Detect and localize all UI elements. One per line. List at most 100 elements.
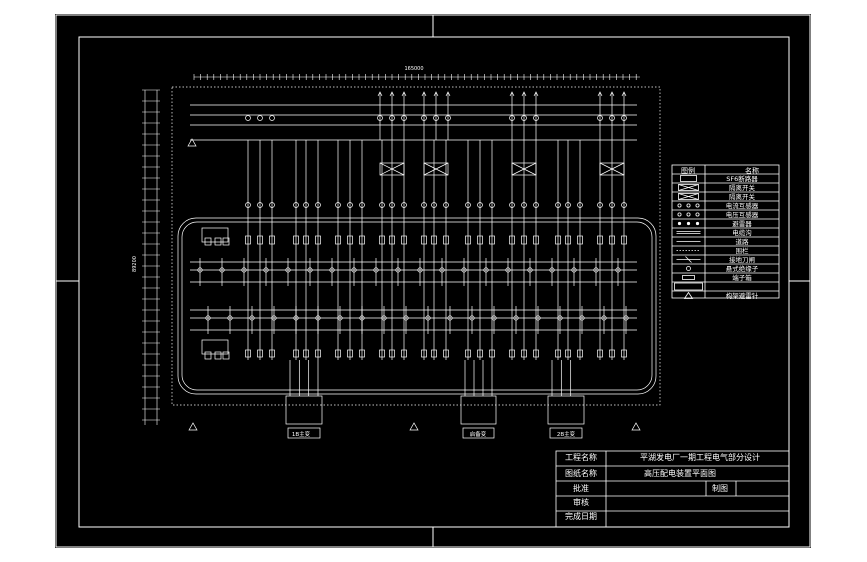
disconnector-symbol bbox=[533, 235, 539, 245]
disconnector-symbol bbox=[521, 235, 527, 245]
arrester-icon bbox=[677, 221, 700, 226]
icon-part bbox=[678, 184, 699, 191]
date-label: 完成日期 bbox=[565, 511, 597, 521]
insulator-symbol bbox=[465, 202, 471, 208]
insulator-symbol bbox=[335, 202, 341, 208]
disconnector-symbol bbox=[347, 235, 353, 245]
project-label: 工程名称 bbox=[565, 452, 597, 462]
disconnector-symbol bbox=[609, 349, 615, 358]
disconnector-symbol bbox=[489, 349, 495, 358]
transformer-label-box bbox=[462, 427, 495, 439]
icon-part bbox=[678, 193, 699, 200]
insulator-symbol bbox=[565, 202, 571, 208]
disconnector-symbol bbox=[303, 349, 309, 358]
icon-part bbox=[677, 203, 682, 208]
disconnector-symbol bbox=[577, 349, 583, 358]
box-icon bbox=[674, 282, 703, 291]
switchyard-fence bbox=[171, 86, 661, 406]
bus-support-icon bbox=[686, 266, 691, 271]
transformer-label-1: 1B主变 bbox=[292, 430, 311, 438]
title-block bbox=[555, 450, 790, 528]
approve-label: 批准 bbox=[573, 483, 589, 493]
current-transformer-symbol bbox=[389, 115, 395, 121]
insulator-symbol bbox=[477, 202, 483, 208]
breaker-cross bbox=[423, 162, 449, 176]
breaker-cross bbox=[511, 162, 537, 176]
insulator-symbol bbox=[577, 202, 583, 208]
disconnector-symbol bbox=[489, 235, 495, 245]
insulator-symbol bbox=[389, 202, 395, 208]
disconnector-symbol bbox=[245, 349, 251, 358]
canvas-background bbox=[55, 14, 811, 548]
legend-item-name: 电流互感器 bbox=[726, 201, 759, 210]
current-transformer-symbol bbox=[377, 115, 383, 121]
icon-part bbox=[683, 291, 694, 299]
disconnector-symbol bbox=[379, 349, 385, 358]
legend-table bbox=[671, 164, 780, 299]
disconnector-symbol bbox=[509, 235, 515, 245]
transformer-label-2: 启备变 bbox=[470, 430, 487, 438]
insulator-symbol bbox=[303, 202, 309, 208]
disconnector-symbol bbox=[401, 349, 407, 358]
review-label: 审核 bbox=[573, 497, 589, 507]
drawing-label: 图纸名称 bbox=[565, 468, 597, 478]
disconnector-symbol bbox=[431, 349, 437, 358]
drawing-value: 高压配电装置平面图 bbox=[644, 468, 716, 478]
legend-item-name: 电压互感器 bbox=[726, 210, 759, 219]
disconnector-symbol bbox=[421, 349, 427, 358]
current-transformer-symbol bbox=[621, 115, 627, 121]
insulator-symbol bbox=[621, 202, 627, 208]
breaker-box bbox=[511, 162, 537, 176]
insulator-symbol bbox=[431, 202, 437, 208]
grounding-switch-icon bbox=[676, 256, 701, 263]
lightning-rod-icon bbox=[683, 291, 694, 299]
disconnector-symbol bbox=[597, 235, 603, 245]
legend-item-name: 隔离开关 bbox=[729, 192, 756, 201]
cable-trench-icon bbox=[676, 231, 701, 234]
breaker-cross bbox=[599, 162, 625, 176]
disconnector-symbol bbox=[609, 235, 615, 245]
legend-item-name: 悬式绝缘子 bbox=[726, 264, 759, 273]
legend-item-name: 围栏 bbox=[736, 246, 750, 255]
legend-item-name: SF6断路器 bbox=[726, 174, 758, 183]
insulator-symbol bbox=[533, 202, 539, 208]
disconnector-symbol bbox=[565, 235, 571, 245]
lightning-rod-symbol bbox=[188, 422, 198, 431]
transformer-label-box bbox=[549, 427, 583, 439]
current-transformer-symbol bbox=[533, 115, 539, 121]
transformer-box bbox=[285, 395, 323, 425]
icon-part bbox=[686, 203, 691, 208]
voltage-transformer-icon bbox=[677, 212, 700, 217]
disconnector-symbol bbox=[477, 349, 483, 358]
insulator-symbol bbox=[245, 202, 251, 208]
disconnector-symbol bbox=[555, 235, 561, 245]
insulator-symbol bbox=[597, 202, 603, 208]
icon-part bbox=[686, 221, 691, 226]
transformer-box bbox=[460, 395, 497, 425]
disconnector-symbol bbox=[477, 235, 483, 245]
insulator-symbol bbox=[555, 202, 561, 208]
insulator-symbol bbox=[315, 202, 321, 208]
lightning-rod-symbol bbox=[409, 422, 419, 431]
disconnector-symbol bbox=[315, 349, 321, 358]
current-transformer-symbol bbox=[269, 115, 275, 121]
legend-header-name: 名称 bbox=[745, 166, 759, 175]
lightning-rod-symbol bbox=[631, 422, 641, 431]
top-dimension-text: 165000 bbox=[404, 66, 423, 72]
transformer-label-box bbox=[287, 427, 321, 439]
disconnector-symbol bbox=[293, 235, 299, 245]
disconnector-symbol bbox=[245, 235, 251, 245]
disconnector-symbol bbox=[509, 349, 515, 358]
disconnector-symbol bbox=[443, 349, 449, 358]
pt-symbol bbox=[204, 237, 212, 246]
switchyard-road-inner bbox=[181, 221, 653, 391]
insulator-symbol bbox=[609, 202, 615, 208]
pt-symbol bbox=[204, 351, 212, 360]
line-arrow bbox=[621, 91, 627, 97]
switchyard-road bbox=[177, 217, 657, 395]
disconnector-symbol bbox=[533, 349, 539, 358]
line-arrow bbox=[377, 91, 383, 97]
disconnector-icon bbox=[678, 184, 699, 191]
insulator-symbol bbox=[401, 202, 407, 208]
